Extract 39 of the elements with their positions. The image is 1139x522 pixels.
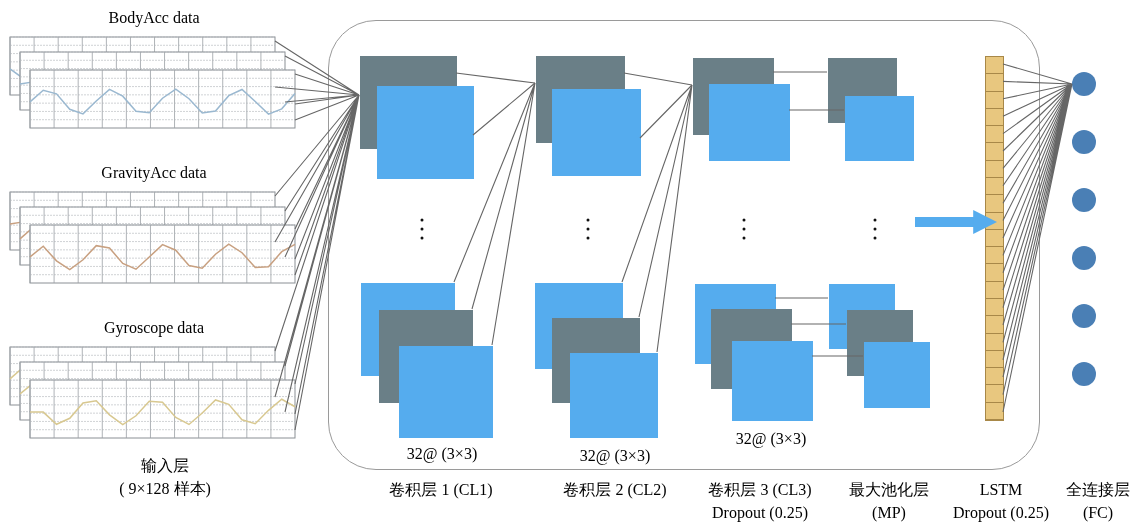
connection-lines <box>453 82 536 346</box>
layer-label: ( 9×128 样本) <box>119 479 211 499</box>
connection-lines <box>790 323 847 325</box>
connection-lines <box>621 84 693 353</box>
connection-lines <box>455 72 536 136</box>
connection-lines <box>772 71 828 73</box>
layer-label: 卷积层 2 (CL2) <box>563 480 667 500</box>
layer-label: 全连接层 <box>1066 480 1130 500</box>
connection-lines <box>274 40 360 121</box>
layer-label: (FC) <box>1082 503 1114 522</box>
connection-lines <box>1002 63 1073 413</box>
block-arrow <box>915 210 998 234</box>
feature-map-stack <box>360 56 474 179</box>
layer-label: Dropout (0.25) <box>712 503 808 522</box>
network-container <box>328 20 1040 470</box>
feature-map-stack <box>829 284 930 408</box>
layer-label: LSTM <box>979 480 1023 500</box>
data-title: GravityAcc data <box>100 163 208 183</box>
feature-map-stack <box>536 56 641 176</box>
lstm-cell-bar <box>985 56 1004 421</box>
filter-size-label: 32@ (3×3) <box>406 444 478 464</box>
layer-label: (MP) <box>872 503 906 522</box>
connection-lines <box>623 72 693 139</box>
data-title: BodyAcc data <box>107 8 201 28</box>
layer-label: 输入层 <box>141 456 189 476</box>
connection-lines <box>788 109 845 111</box>
layer-label: 卷积层 3 (CL3) <box>708 480 812 500</box>
feature-map-stack <box>693 58 790 161</box>
filter-size-label: 32@ (3×3) <box>579 446 651 466</box>
data-title: Gyroscope data <box>103 318 205 338</box>
layer-label: Dropout (0.25) <box>953 503 1049 522</box>
connection-lines <box>274 94 360 276</box>
filter-size-label: 32@ (3×3) <box>735 429 807 449</box>
feature-map-stack <box>828 58 914 161</box>
connection-lines <box>811 355 864 357</box>
connection-lines <box>774 297 829 299</box>
connection-lines <box>274 94 360 431</box>
layer-label: 卷积层 1 (CL1) <box>389 480 493 500</box>
layer-label: 最大池化层 <box>849 480 929 500</box>
